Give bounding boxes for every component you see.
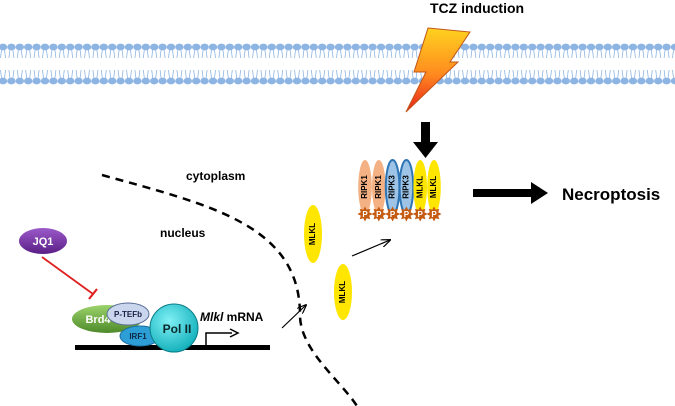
- recruitment-arrow: [351, 240, 390, 257]
- complex-protein-mlkl: MLKL: [427, 160, 441, 214]
- complex-protein-mlkl: MLKL: [413, 160, 428, 214]
- brd4-label: Brd4: [85, 314, 111, 326]
- complex-protein-label: RIPK1: [360, 175, 369, 199]
- phospho-label: P: [418, 210, 424, 219]
- induction-down-arrow: [413, 122, 438, 158]
- phospho-label: P: [390, 210, 396, 219]
- phospho-label: P: [404, 210, 410, 219]
- complex-protein-label: RIPK3: [402, 175, 411, 199]
- cytoplasm-label: cytoplasm: [186, 169, 245, 183]
- necroptosis-arrow: [473, 182, 548, 204]
- phospho-label: P: [362, 210, 368, 219]
- pol-ii-label: Pol II: [163, 322, 192, 336]
- complex-protein-ripk3: RIPK3: [384, 159, 401, 215]
- inhibition-arrow: [41, 256, 98, 300]
- phospho-label: P: [376, 210, 382, 219]
- cell-membrane: [0, 43, 675, 85]
- phospho-label: P: [431, 210, 437, 219]
- complex-protein-label: MLKL: [429, 176, 438, 198]
- phospho-star-icon: P: [398, 206, 414, 222]
- phospho-star-icon: P: [412, 206, 428, 222]
- mlkl-cytoplasm-label: MLKL: [338, 281, 347, 303]
- complex-protein-label: RIPK1: [374, 175, 383, 199]
- complex-protein-ripk3: RIPK3: [398, 159, 415, 215]
- nucleus-label: nucleus: [160, 226, 206, 240]
- phospho-star-icon: P: [385, 206, 401, 222]
- lightning-bolt-icon: [405, 27, 471, 113]
- complex-protein-label: RIPK3: [388, 175, 397, 199]
- mlkl-nuclear-label: MLKL: [308, 223, 317, 245]
- irf1-label: IRF1: [129, 332, 147, 341]
- mlkl-protein-cytoplasm: MLKL: [334, 264, 352, 320]
- phospho-star-icon: P: [371, 206, 387, 222]
- complex-protein-ripk1: RIPK1: [358, 160, 372, 214]
- p-tefb-label: P-TEFb: [114, 310, 142, 319]
- nuclear-envelope: [101, 173, 359, 406]
- phospho-star-icon: P: [357, 206, 373, 222]
- pol-ii-protein: Pol II: [149, 303, 199, 353]
- necroptosis-label: Necroptosis: [562, 185, 660, 204]
- complex-protein-ripk1: RIPK1: [372, 160, 386, 214]
- export-arrow: [281, 305, 306, 329]
- phospho-star-icon: P: [426, 206, 442, 222]
- jq1-inhibitor: JQ1: [19, 228, 67, 254]
- p-tefb-protein: P-TEFb: [106, 302, 150, 326]
- transcription-start-arrow: [205, 328, 240, 345]
- tcz-induction-label: TCZ induction: [430, 0, 524, 16]
- jq1-label: JQ1: [33, 236, 54, 248]
- mlkl-mrna-label: Mlkl mRNA: [200, 310, 264, 324]
- mlkl-protein-nuclear: MLKL: [304, 205, 322, 263]
- complex-protein-label: MLKL: [415, 176, 424, 198]
